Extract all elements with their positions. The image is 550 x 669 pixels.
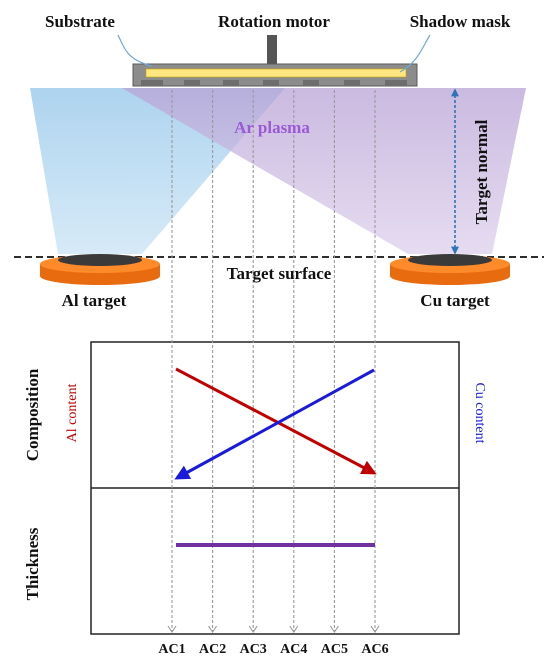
shadow-mask	[141, 80, 407, 86]
sample-guide-lines	[167, 90, 380, 633]
rotation-motor-shaft	[267, 35, 277, 65]
al-target-label: Al target	[62, 291, 127, 310]
cu-sputter-cone	[122, 88, 526, 254]
sample-label-ac2: AC2	[199, 642, 226, 657]
al-target-disc	[40, 254, 160, 285]
guide-arrowhead-ac4	[289, 625, 299, 633]
shadow-mask-callout-arrow	[399, 34, 431, 73]
shadow-mask-label: Shadow mask	[410, 12, 511, 31]
substrate-callout-arrow	[117, 34, 153, 67]
thickness-axis-label: Thickness	[23, 527, 42, 600]
sample-label-ac3: AC3	[240, 642, 267, 657]
sample-label-ac6: AC6	[361, 642, 388, 657]
sample-label-ac5: AC5	[321, 642, 348, 657]
composition-axis-label: Composition	[23, 368, 42, 461]
al-content-line	[175, 367, 377, 475]
guide-arrowhead-ac5	[329, 625, 339, 633]
guide-arrowhead-ac2	[208, 625, 218, 633]
sample-label-ac1: AC1	[158, 642, 185, 657]
target-surface-label: Target surface	[227, 264, 332, 283]
substrate-label: Substrate	[45, 12, 115, 31]
guide-arrowhead-ac1	[167, 625, 177, 633]
ar-plasma-label: Ar plasma	[234, 118, 310, 137]
cu-content-line	[174, 368, 375, 480]
guide-arrowhead-ac6	[370, 625, 380, 633]
al-content-label: Al content	[65, 384, 80, 443]
sample-label-ac4: AC4	[280, 642, 307, 657]
cu-target-disc	[390, 254, 510, 285]
sample-labels: AC1 AC2 AC3 AC4 AC5 AC6	[158, 642, 388, 657]
rotation-motor-label: Rotation motor	[218, 12, 330, 31]
target-normal-label: Target normal	[472, 119, 491, 224]
cu-target-label: Cu target	[420, 291, 490, 310]
substrate-film	[145, 68, 407, 78]
guide-arrowhead-ac3	[248, 625, 258, 633]
cu-content-label: Cu content	[472, 382, 487, 443]
